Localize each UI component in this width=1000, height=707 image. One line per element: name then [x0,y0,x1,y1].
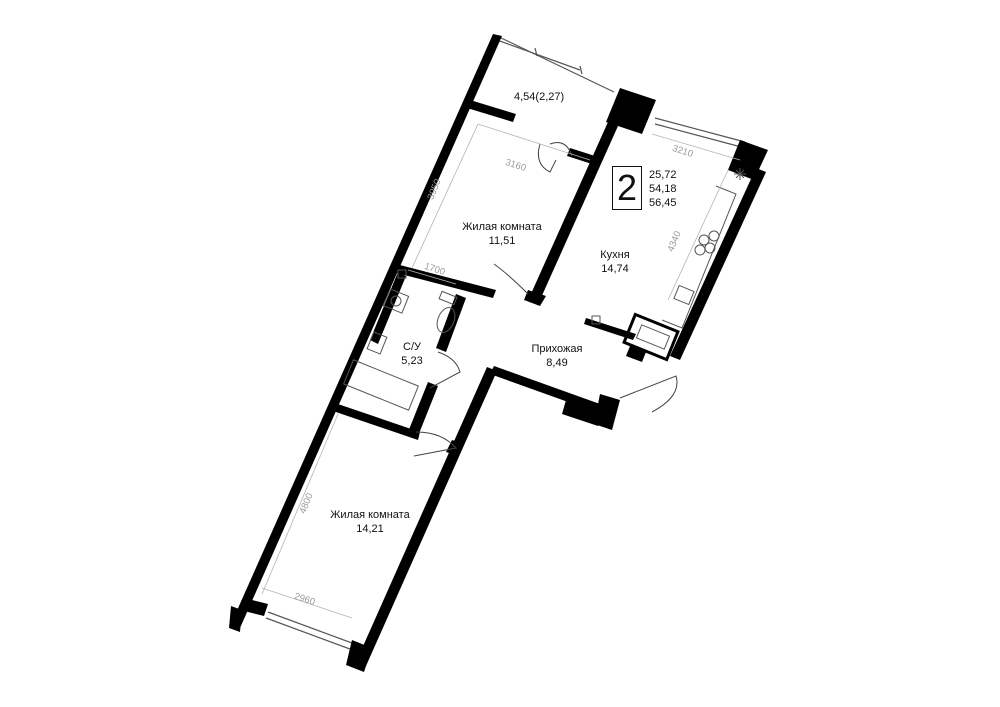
window-kitchen-glass [654,123,746,149]
sink-bowl-icon [390,295,402,307]
entry-door [619,375,678,413]
fixtures [343,168,746,411]
bath-sink-icon [366,331,388,355]
room-label-hallway: Прихожая 8,49 [522,342,592,370]
toilet-icon [436,307,456,333]
bathtub-icon [343,359,419,411]
window-bottom-glass [265,617,359,653]
balcony-area: 4,54(2,27) [514,91,565,103]
thin-outlines [265,35,746,653]
area-living: 25,72 [649,169,677,181]
hob-icon [704,242,716,254]
balcony-tick [534,47,538,57]
window-kitchen-glass [654,117,746,143]
hall-bottom-wall [490,366,600,412]
balcony-rail [496,35,615,93]
entry-pillar [594,394,620,430]
stove-box-icon [622,312,680,362]
dim-line-3160 [477,123,591,161]
riser-icon [397,269,407,279]
dim-line-1700 [407,269,457,285]
room-label-bathroom: С/У 5,23 [394,340,430,368]
stove-inner-icon [635,324,671,350]
room-name: С/У [403,341,421,353]
room-kitchen-wall-end [524,290,546,306]
dim-line-2960 [261,587,353,619]
toilet-tank-icon [438,290,458,306]
dim-line-4340 [667,169,729,301]
dim-line-3210 [651,133,741,161]
area-total-with-balcony: 56,45 [649,197,677,209]
sink-icon [382,288,410,314]
room-label-bedroom-top: Жилая комната 11,51 [452,220,552,248]
hob-icon [708,230,720,242]
dim-line-4800 [261,413,339,595]
kitchen-lower-pier [626,346,646,362]
room-area: 8,49 [546,357,568,369]
kitchen-right-wall [670,168,766,360]
bedroom-bottom-door [413,431,457,457]
apartment-badge: 2 25,72 54,18 56,45 [612,166,752,212]
left-outer-wall-end [229,606,242,632]
room-label-kitchen: Кухня 14,74 [585,248,645,276]
kitchen-sink-icon [673,284,695,306]
bottom-wall-left [240,598,268,616]
doors [413,142,678,457]
left-outer-wall [231,34,502,628]
bedroom-door [493,263,529,295]
bottom-room-right-wall [356,367,497,666]
area-summary: 25,72 54,18 56,45 [649,168,677,210]
balcony-wall-left [467,100,516,122]
room-name: Прихожая [531,343,583,355]
balcony-door-right [549,142,573,157]
hall-entry-wall [562,400,604,426]
dimension-lines [261,123,741,619]
room-area: 14,21 [356,523,384,535]
corner-pillar-top [606,88,656,134]
bathroom-door [429,351,461,389]
room-name: Жилая комната [462,221,542,233]
kitchen-counter [661,185,737,329]
riser-icon [591,315,601,325]
room-label-bedroom-bottom: Жилая комната 14,21 [320,508,420,536]
balcony-wall-right [567,148,595,164]
dim-line-3950 [411,123,479,269]
room-area: 11,51 [488,235,516,247]
room-area: 14,74 [601,263,629,275]
balcony-door-left [537,143,557,173]
room-name: Жилая комната [330,509,410,521]
balcony-rail-inner [496,39,581,71]
bath-right-wall-lower [408,382,438,436]
walls [229,34,768,672]
room-kitchen-wall [530,122,618,300]
area-total: 54,18 [649,183,677,195]
room-area: 5,23 [401,355,423,367]
vent-icon [734,168,746,180]
room-count-box [612,166,642,210]
balcony-tick [579,65,583,75]
hob-icon [698,234,710,246]
bath-bottom-wall [330,402,420,440]
room-count: 2 [616,167,638,208]
room-name: Кухня [600,249,630,261]
hob-icon [694,244,706,256]
window-bottom-glass [267,611,361,647]
bath-right-wall [436,294,466,352]
